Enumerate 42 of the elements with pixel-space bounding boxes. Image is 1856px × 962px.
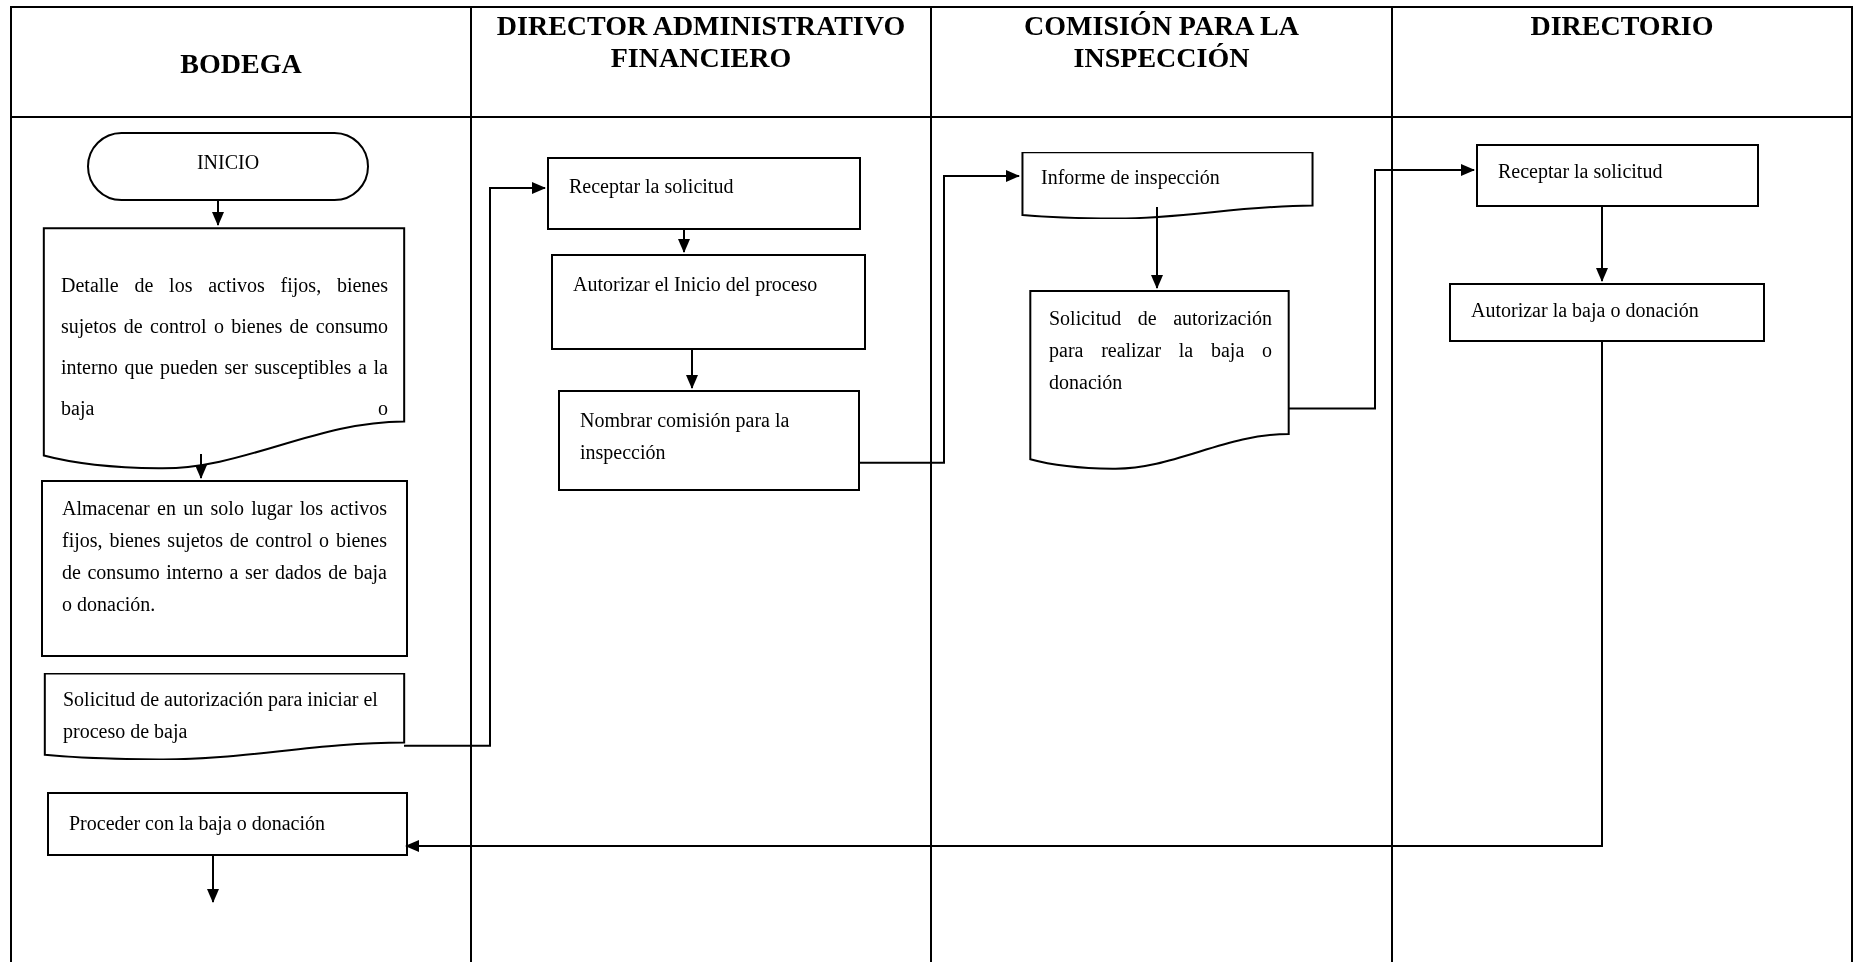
connector-arrow [1596,204,1608,282]
step-text: Detalle de los activos fijos, bienes sujetos de control o bienes de consumo interno que pueden ser susceptibles a la baja o [61,273,388,422]
connector-arrow [403,182,546,747]
lane-title: DIRECTORIO [1530,10,1714,43]
document-shape [42,227,406,470]
process-box [47,792,408,856]
step-text: INICIO [196,152,260,172]
step-text: Almacenar en un solo lugar los activos fijos, bienes sujetos de control o bienes de consumo interno a ser dados de baja o donación. [62,496,387,617]
document-shape [1029,290,1290,470]
step-text: Receptar la solicitud [569,174,735,200]
step-text: Solicitud de autorización para iniciar el proceso de baja [63,687,379,745]
swimlane [10,6,470,962]
connector-arrow [686,347,698,389]
process-box [551,254,866,350]
swimlane [1391,6,1853,962]
swimlane [930,6,1391,962]
swimlane [470,6,930,962]
connector-arrow [212,198,224,226]
lane-title: BODEGA [180,48,302,81]
process-box [1449,283,1765,342]
connector-arrow [857,170,1020,464]
connector-arrow [678,227,690,253]
process-box [41,480,408,657]
step-text: Autorizar la baja o donación [1471,298,1700,324]
step-text: Autorizar el Inicio del proceso [573,272,819,298]
process-box [1476,144,1759,207]
connector-arrow [1287,164,1475,410]
step-text: Receptar la solicitud [1498,159,1664,185]
step-text: Nombrar comisión para la inspección [580,408,791,466]
process-box [558,390,860,491]
document-shape [1021,152,1314,219]
step-text: Informe de inspección [1041,165,1221,191]
process-box [547,157,861,230]
lane-title: DIRECTOR ADMINISTRATIVO FINANCIERO [495,10,907,75]
connector-arrow [405,339,1603,852]
step-text: Solicitud de autorización para realizar la baja o donación [1049,306,1272,395]
connector-arrow [195,453,207,479]
connector-arrow [207,853,219,903]
step-text: Proceder con la baja o donación [69,811,326,837]
connector-arrow [1151,206,1163,289]
document-shape [43,673,406,760]
lane-title: COMISIÓN PARA LA INSPECCIÓN [1023,10,1300,75]
